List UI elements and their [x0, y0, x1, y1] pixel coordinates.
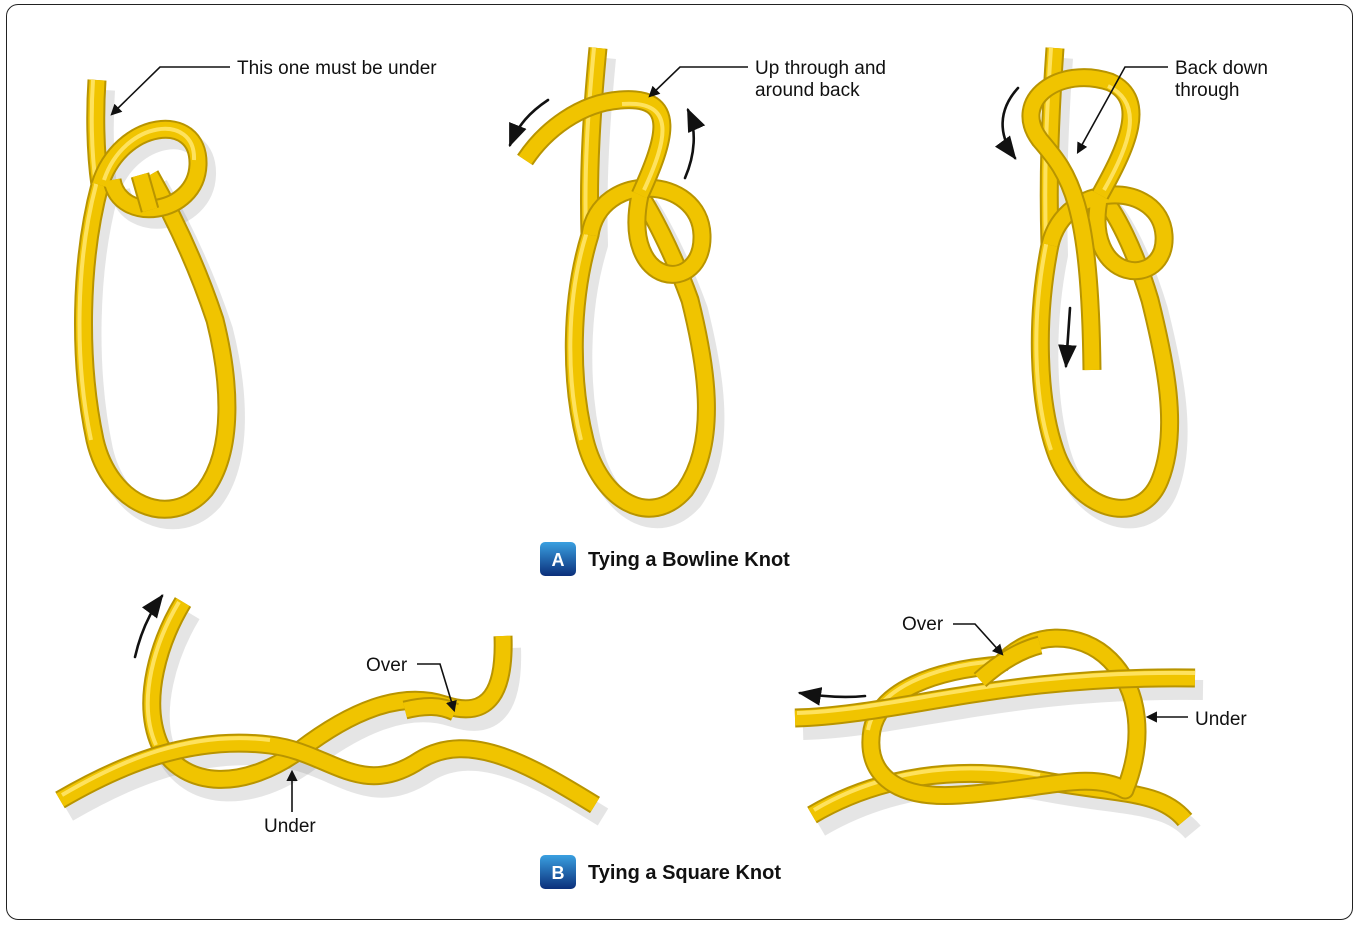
bowline-step-3: Back down through: [994, 47, 1268, 529]
caption-b: B Tying a Square Knot: [540, 855, 781, 889]
step2-arrow-left: [508, 98, 550, 148]
step1-label: This one must be under: [237, 58, 437, 79]
square-left-arrow: [133, 594, 164, 659]
square-right-under-label: Under: [1195, 709, 1247, 730]
step2-label-line1: Up through and: [755, 58, 886, 79]
step3-arrow-curve: [994, 86, 1020, 160]
square-knot-step-1: Over Under: [55, 594, 609, 837]
badge-a-letter: A: [552, 550, 565, 570]
bowline-step-1: This one must be under: [74, 58, 437, 530]
bowline-step-2: Up through and around back: [508, 47, 886, 529]
step2-leader: [648, 66, 748, 98]
square-left-under-label: Under: [264, 816, 316, 837]
badge-b-letter: B: [552, 863, 565, 883]
caption-a: A Tying a Bowline Knot: [540, 542, 790, 576]
square-right-over-label: Over: [902, 614, 944, 635]
square-right-over-leader: [953, 623, 1004, 656]
square-knot-step-2: Over Under: [794, 614, 1247, 839]
diagram-frame: [6, 4, 1353, 920]
step3-label-line2: through: [1175, 80, 1239, 101]
step2-label-line2: around back: [755, 80, 860, 101]
square-left-over-label: Over: [366, 655, 408, 676]
badge-b: [540, 855, 576, 889]
bowline-step-2-rope: [517, 47, 725, 529]
step3-arrow-down: [1058, 306, 1077, 369]
bowline-step-3-rope: [1021, 47, 1188, 529]
square-knot-step-2-rope: [794, 628, 1204, 839]
square-right-arrow: [797, 687, 867, 706]
square-left-over-leader: [417, 663, 457, 713]
step3-label-line1: Back down: [1175, 58, 1268, 79]
badge-a: [540, 542, 576, 576]
step2-arrow-right: [683, 107, 706, 180]
caption-a-title: Tying a Bowline Knot: [588, 549, 790, 571]
step3-leader: [1076, 66, 1168, 154]
step1-leader: [110, 66, 230, 116]
bowline-step-1-rope: [74, 79, 245, 530]
caption-b-title: Tying a Square Knot: [588, 862, 781, 884]
